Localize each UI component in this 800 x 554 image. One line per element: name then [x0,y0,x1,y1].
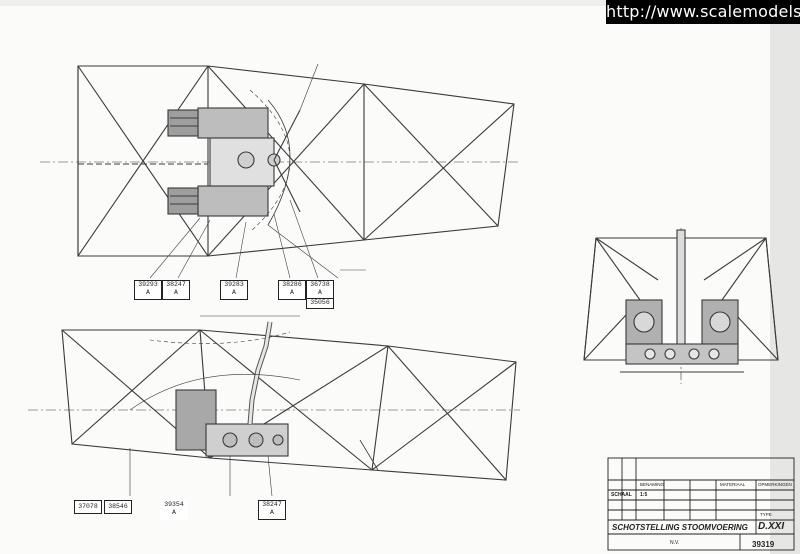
schaal-value: 1:5 [640,492,648,498]
part-ref-box: 39354 A [160,500,188,520]
part-ref-number: 39283 [224,281,244,288]
part-ref-box: 38247 A [162,280,190,300]
part-ref-number: 38286 [282,281,302,288]
part-ref-box: 38286 A [278,280,306,300]
side-view [28,315,520,497]
part-ref-number: 35056 [310,299,330,306]
part-ref-suffix: A [270,509,274,516]
drawing-title: SCHOTSTELLING STOOMVOERING [612,523,748,532]
front-view [583,228,779,384]
scan-edge-right [770,20,800,554]
schaal-label: SCHAAL [611,492,632,498]
engine-bank-upper [197,107,269,139]
engine-bank-lower [197,185,269,217]
part-ref-box: 39283 A [220,280,248,300]
part-ref-suffix: A [174,289,178,296]
watermark-url[interactable]: http://www.scalemodels.ru [606,0,800,24]
part-ref-box: 36738 A [306,280,334,300]
title-block-grid [607,457,795,551]
part-ref-suffix: A [290,289,294,296]
col-header-opmerkingen: OPMERKINGEN [758,482,792,487]
plan-view [40,63,520,279]
col-header-benaming: BENAMING [640,482,665,487]
part-ref-box: 38546 [104,500,132,514]
part-ref-box: 38247 A [258,500,286,520]
type-label: TYPE [760,512,772,517]
part-ref-number: 38247 [166,281,186,288]
col-header-materiaal: MATERIAAL [720,482,746,487]
front-column [676,229,686,351]
part-ref-number: 37078 [78,503,98,510]
part-ref-suffix: A [318,289,322,296]
part-ref-number: 39293 [138,281,158,288]
nv-label: N.V. [670,540,680,546]
scan-edge-top [0,0,800,6]
part-ref-box: 37078 [74,500,102,514]
part-ref-box: 39293 A [134,280,162,300]
drawing-number: 39319 [752,540,775,549]
part-ref-box: 35056 [306,298,334,309]
type-value: D.XXI [758,521,785,532]
part-ref-number: 36738 [310,281,330,288]
part-ref-suffix: A [146,289,150,296]
part-ref-number: 38546 [108,503,128,510]
part-ref-suffix: A [172,509,176,516]
part-ref-suffix: A [232,289,236,296]
part-ref-number: 38247 [262,501,282,508]
leaders-top [149,199,366,279]
part-ref-number: 39354 [164,501,184,508]
